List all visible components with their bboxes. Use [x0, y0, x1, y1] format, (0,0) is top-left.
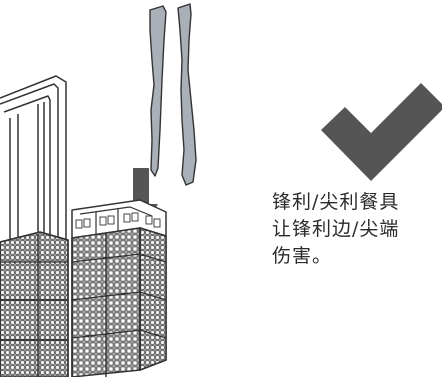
caption-line-2: 让锋利边/尖端 — [272, 218, 400, 240]
basket-right-section — [67, 199, 167, 377]
fork — [177, 3, 197, 186]
basket-handle — [0, 75, 67, 262]
check-mark-icon — [321, 83, 442, 181]
caption-line-3: 伤害。 — [272, 245, 333, 267]
basket-left-section — [0, 231, 69, 377]
caption: 锋利/尖利餐具 让锋利边/尖端 伤害。 — [272, 189, 440, 270]
knife — [149, 5, 167, 177]
caption-line-1: 锋利/尖利餐具 — [272, 191, 400, 213]
